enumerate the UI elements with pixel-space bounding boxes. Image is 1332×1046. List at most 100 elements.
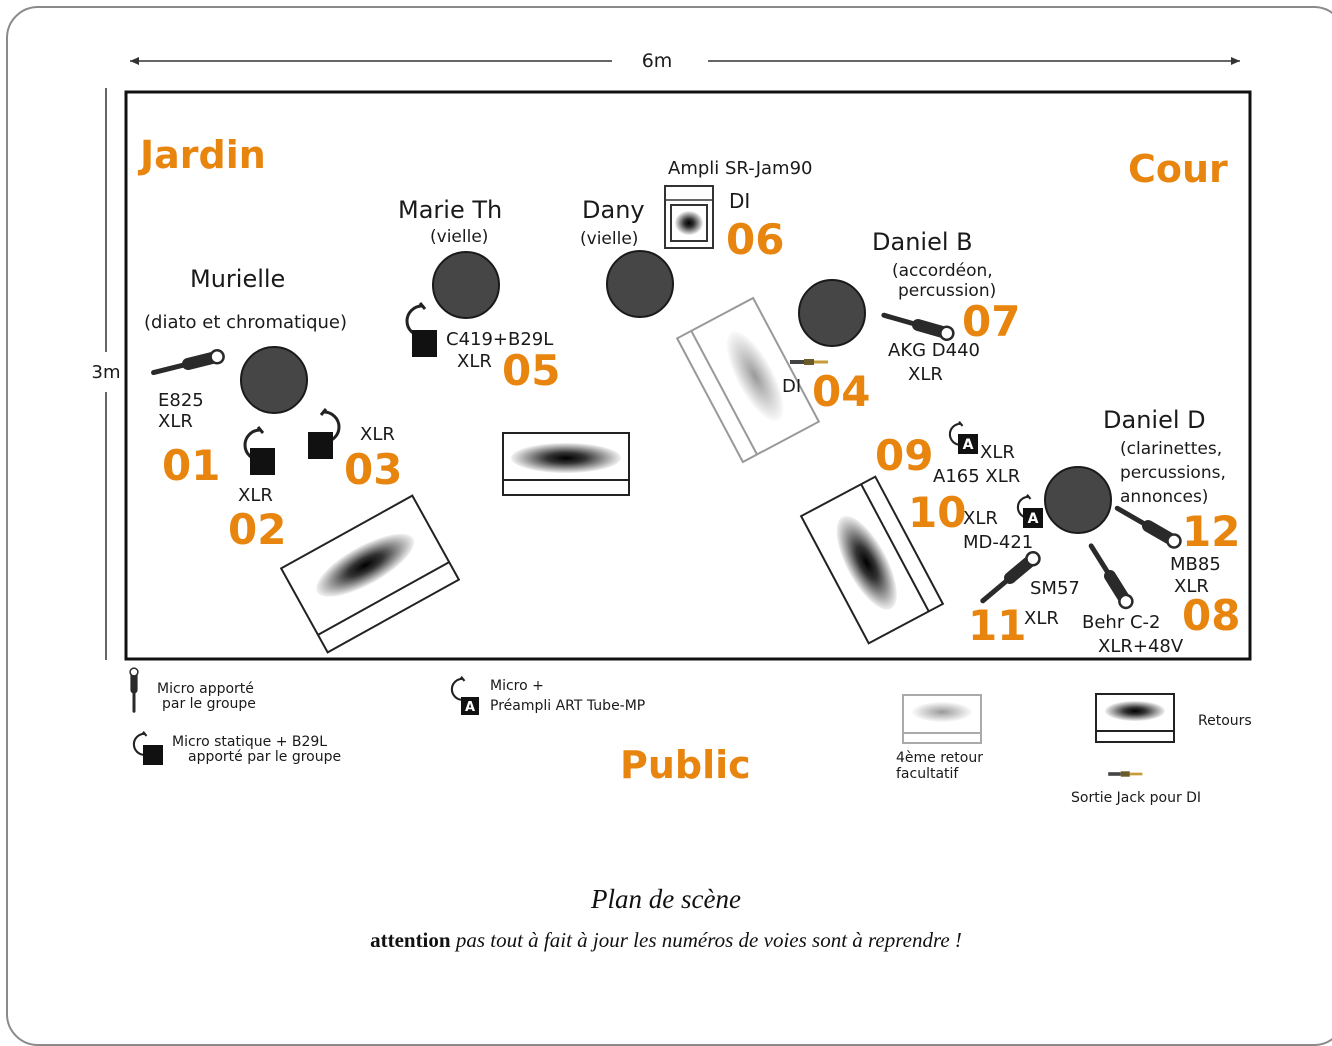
dany-position — [606, 250, 674, 318]
daniel-d-position — [1044, 466, 1112, 534]
channel-04-di: DI — [782, 376, 801, 397]
channel-04: DI 04 — [782, 359, 870, 416]
daniel-d-name: Daniel D — [1103, 406, 1206, 434]
channel-11-model: SM57 — [1030, 578, 1080, 599]
channel-10-number: 10 — [908, 488, 966, 537]
daniel-b-instrument-2: percussion) — [898, 281, 996, 301]
marie-th-instrument: (vielle) — [430, 227, 488, 247]
legend-optional-monitor-line1: 4ème retour — [896, 750, 983, 766]
channel-11: SM57 XLR 11 — [968, 548, 1080, 650]
channel-12-connector: XLR — [1174, 576, 1209, 597]
channel-04-number: 04 — [812, 367, 870, 416]
murielle-position — [240, 346, 308, 414]
channel-08: Behr C-2 XLR+48V 08 — [1082, 539, 1240, 657]
daniel-d-instrument-3: annonces) — [1120, 487, 1208, 507]
channel-08-model: Behr C-2 — [1082, 612, 1160, 633]
preamp-badge-letter: A — [963, 437, 974, 453]
channel-07-connector: XLR — [908, 364, 943, 385]
channel-10-model: MD-421 — [963, 532, 1033, 553]
channel-02-connector: XLR — [238, 485, 273, 506]
channel-09-number: 09 — [875, 431, 933, 480]
dany-name: Dany — [582, 196, 645, 224]
channel-10: A XLR MD-421 10 — [908, 488, 1043, 553]
legend: Micro apporté par le groupe Micro statiq… — [129, 667, 1252, 806]
channel-02-number: 02 — [228, 505, 286, 554]
daniel-b-position — [798, 279, 866, 347]
amp-label: Ampli SR-Jam90 — [668, 158, 812, 179]
legend-optional-monitor-line2: facultatif — [896, 766, 959, 782]
legend-mic-preamp-line2: Préampli ART Tube-MP — [490, 698, 645, 714]
cour-label: Cour — [1128, 147, 1228, 191]
channel-09-model: A165 XLR — [933, 466, 1020, 487]
musician-daniel-d: Daniel D (clarinettes, percussions, anno… — [1044, 406, 1226, 534]
legend-static-mic-line1: Micro statique + B29L — [172, 734, 327, 750]
channel-06-number: 06 — [726, 215, 784, 264]
musician-dany: Dany (vielle) — [580, 196, 674, 318]
channel-07-number: 07 — [962, 297, 1020, 346]
channel-09-connector: XLR — [980, 442, 1015, 463]
legend-jack-out-label: Sortie Jack pour DI — [1071, 790, 1201, 806]
legend-mic-brought-line1: Micro apporté — [157, 681, 254, 697]
legend-mic-brought: Micro apporté par le groupe — [129, 667, 256, 714]
preamp-badge-letter: A — [465, 700, 475, 715]
caption-note: attention pas tout à fait à jour les num… — [0, 928, 1332, 953]
legend-monitors: Retours — [1095, 693, 1252, 743]
channel-02: XLR 02 — [228, 425, 286, 554]
amp-sr-jam90: Ampli SR-Jam90 DI 06 — [664, 158, 812, 264]
channel-01-connector: XLR — [158, 411, 193, 432]
legend-mic-preamp-line1: Micro + — [490, 678, 544, 694]
channel-05-connector: XLR — [457, 351, 492, 372]
channel-07-model: AKG D440 — [888, 340, 980, 361]
jack-cable-icon — [1108, 771, 1143, 777]
legend-static-mic-line2: apporté par le groupe — [188, 749, 341, 765]
width-dimension: 6m — [130, 50, 1240, 72]
channel-03-connector: XLR — [360, 424, 395, 445]
clip-mic-icon — [450, 675, 466, 701]
preamp-block-icon — [143, 745, 163, 765]
monitor-optional — [675, 296, 821, 464]
legend-jack-out: Sortie Jack pour DI — [1071, 771, 1201, 806]
width-label: 6m — [642, 50, 673, 72]
depth-dimension: 3m — [92, 88, 121, 660]
channel-01-model: E825 — [158, 390, 204, 411]
channel-08-connector: XLR+48V — [1098, 636, 1184, 657]
legend-mic-brought-line2: par le groupe — [162, 696, 256, 712]
musician-marie-th: Marie Th (vielle) — [398, 196, 502, 319]
caption-note-bold: attention — [370, 928, 451, 952]
channel-01-number: 01 — [162, 441, 220, 490]
daniel-b-instrument-1: (accordéon, — [892, 261, 993, 281]
channel-01: E825 XLR 01 — [148, 347, 227, 490]
jardin-label: Jardin — [137, 133, 266, 177]
monitor-center — [502, 432, 630, 496]
marie-th-name: Marie Th — [398, 196, 502, 224]
channel-12-model: MB85 — [1170, 554, 1221, 575]
monitor-left — [279, 494, 461, 654]
legend-monitors-label: Retours — [1198, 713, 1252, 729]
public-label: Public — [620, 743, 751, 787]
channel-09: A XLR A165 XLR 09 — [875, 420, 1020, 487]
channel-05-model: C419+B29L — [446, 329, 553, 350]
channel-03: XLR 03 — [308, 407, 402, 494]
preamp-block-icon — [308, 432, 333, 459]
channel-10-connector: XLR — [963, 508, 998, 529]
channel-11-connector: XLR — [1024, 608, 1059, 629]
preamp-block-icon — [412, 330, 437, 357]
daniel-d-instrument-1: (clarinettes, — [1120, 439, 1222, 459]
channel-05: C419+B29L XLR 05 — [405, 301, 560, 395]
monitor-right — [799, 475, 945, 645]
channel-08-number: 08 — [1182, 591, 1240, 640]
preamp-badge-letter: A — [1028, 511, 1039, 527]
amp-di-label: DI — [729, 189, 750, 213]
murielle-name: Murielle — [190, 265, 285, 293]
channel-03-number: 03 — [344, 445, 402, 494]
dany-instrument: (vielle) — [580, 229, 638, 249]
channel-12-number: 12 — [1182, 507, 1240, 556]
depth-label: 3m — [92, 362, 121, 383]
channel-07: AKG D440 XLR 07 — [878, 297, 1020, 385]
daniel-b-name: Daniel B — [872, 228, 973, 256]
handheld-mic-icon — [129, 667, 139, 714]
musician-murielle: Murielle (diato et chromatique) — [144, 265, 347, 414]
legend-mic-preamp: A Micro + Préampli ART Tube-MP — [450, 675, 645, 715]
channel-11-number: 11 — [968, 601, 1026, 650]
caption-note-rest: pas tout à fait à jour les numéros de vo… — [450, 928, 962, 952]
